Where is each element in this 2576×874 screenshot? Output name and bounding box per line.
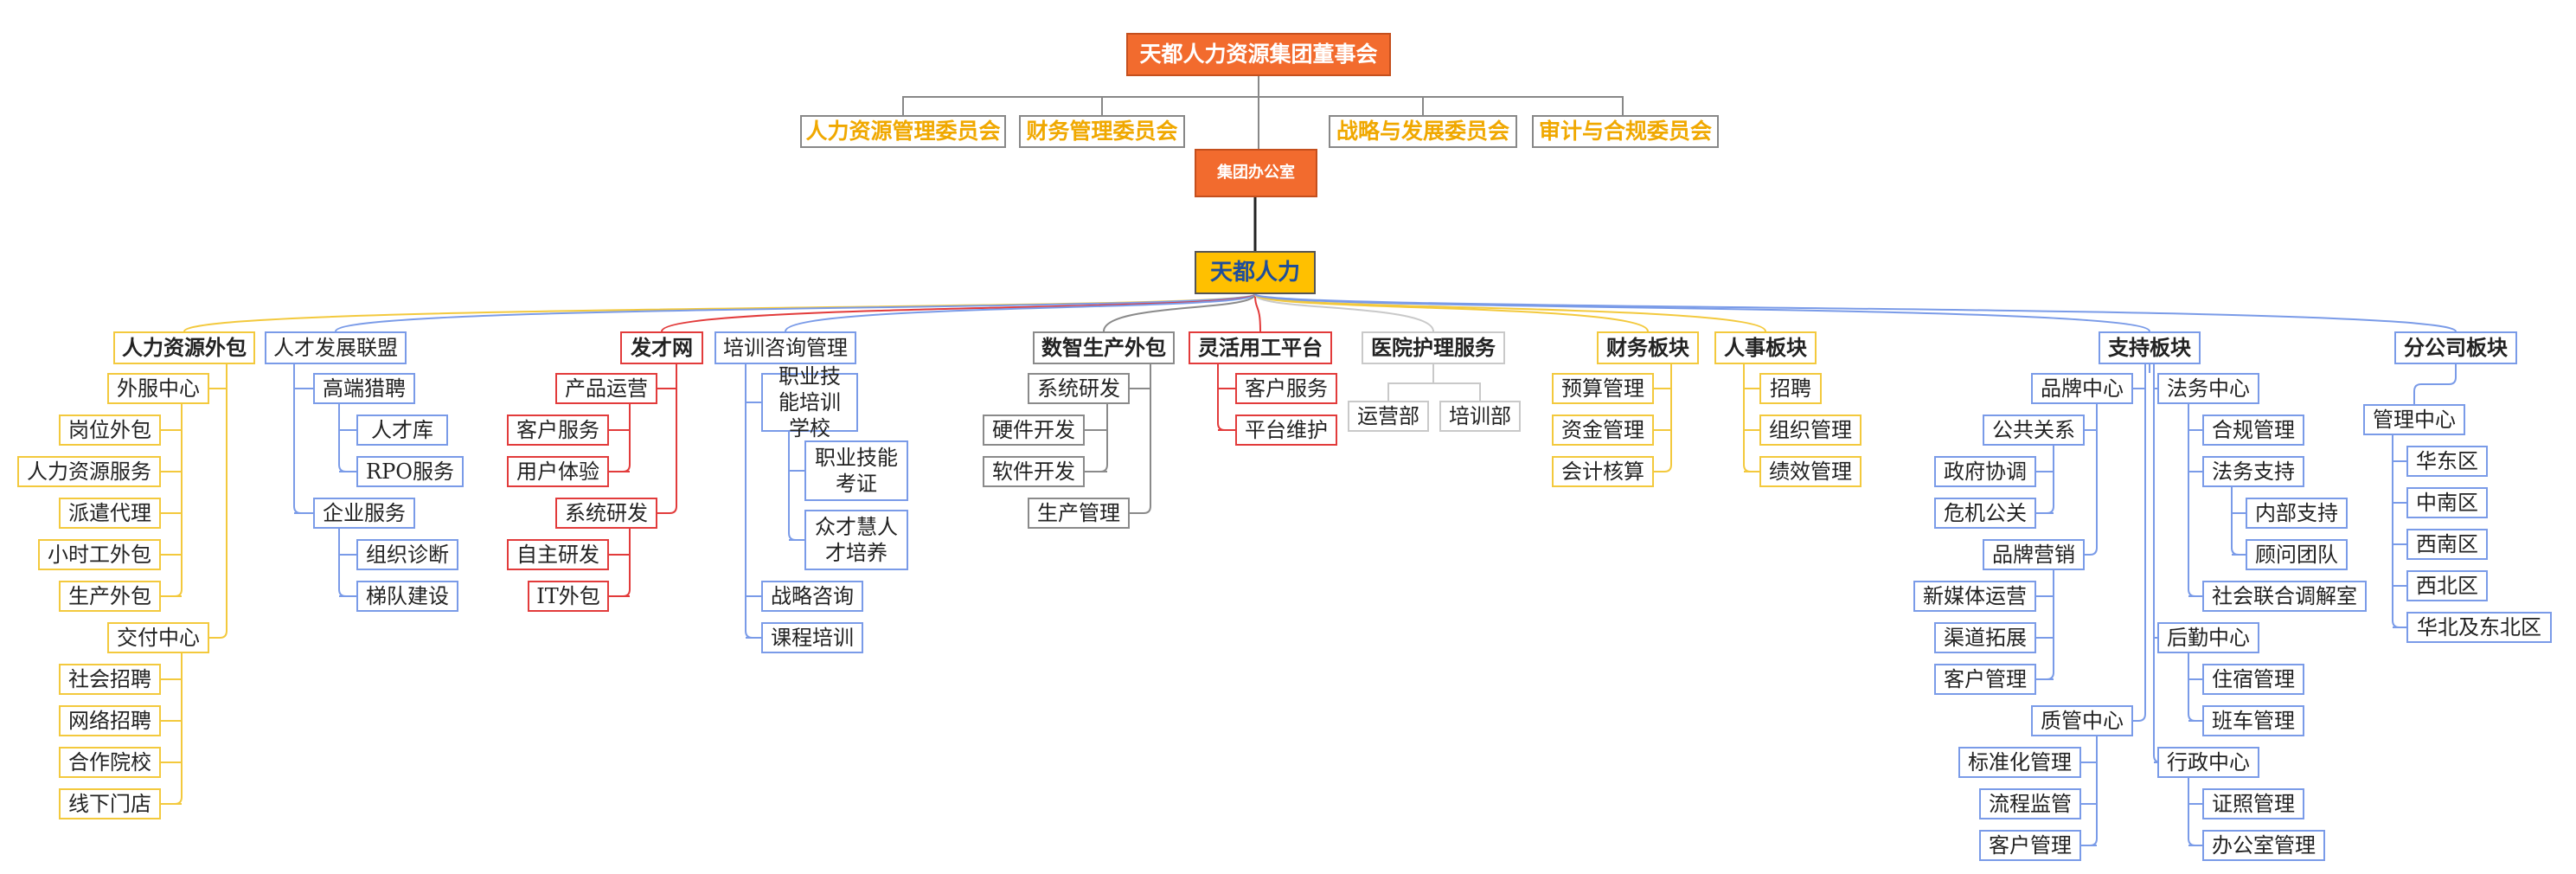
training-school[interactable]: 职业技能培训学校 [761, 364, 858, 440]
headhunt-item[interactable]: RPO服务 [356, 456, 464, 487]
company-node[interactable]: 天都人力 [1195, 251, 1316, 294]
admin-center[interactable]: 行政中心 [2157, 747, 2259, 778]
quality-item[interactable]: 流程监管 [1979, 788, 2081, 819]
legal-mediation[interactable]: 社会联合调解室 [2202, 581, 2367, 612]
enterprise-node[interactable]: 企业服务 [313, 498, 415, 529]
legal-support[interactable]: 法务支持 [2202, 456, 2304, 487]
branch-hr-outsourcing[interactable]: 人力资源外包 [113, 331, 255, 364]
flex-item[interactable]: 平台维护 [1235, 415, 1337, 446]
headhunt-node[interactable]: 高端猎聘 [313, 373, 415, 404]
legal-center[interactable]: 法务中心 [2157, 373, 2259, 404]
digital-prod[interactable]: 生产管理 [1028, 498, 1130, 529]
facai-rnd-item[interactable]: 自主研发 [507, 539, 609, 570]
waifu-item[interactable]: 人力资源服务 [17, 456, 161, 487]
training-item[interactable]: 战略咨询 [761, 581, 863, 612]
logistics-item[interactable]: 班车管理 [2202, 705, 2304, 736]
digital-sys-item[interactable]: 软件开发 [983, 456, 1085, 487]
committee-hr[interactable]: 人力资源管理委员会 [800, 115, 1006, 148]
legal-support-item[interactable]: 内部支持 [2246, 498, 2348, 529]
jiaofu-center[interactable]: 交付中心 [107, 622, 209, 653]
region-item[interactable]: 中南区 [2406, 487, 2488, 518]
region-item[interactable]: 华北及东北区 [2406, 612, 2552, 643]
hospital-item[interactable]: 培训部 [1439, 401, 1521, 432]
branch-digital[interactable]: 数智生产外包 [1033, 331, 1175, 364]
waifu-item[interactable]: 岗位外包 [59, 415, 161, 446]
region-item[interactable]: 西北区 [2406, 570, 2488, 601]
school-item[interactable]: 众才慧人才培养 [804, 510, 908, 570]
jiaofu-item[interactable]: 线下门店 [59, 788, 161, 819]
committee-strategy[interactable]: 战略与发展委员会 [1329, 115, 1517, 148]
jiaofu-item[interactable]: 网络招聘 [59, 705, 161, 736]
region-item[interactable]: 西南区 [2406, 529, 2488, 560]
waifu-item[interactable]: 派遣代理 [59, 498, 161, 529]
jiaofu-item[interactable]: 社会招聘 [59, 664, 161, 695]
branch-flex[interactable]: 灵活用工平台 [1189, 331, 1332, 364]
branch-hr[interactable]: 人事板块 [1714, 331, 1817, 364]
jiaofu-item[interactable]: 合作院校 [59, 747, 161, 778]
waifu-item[interactable]: 小时工外包 [38, 539, 161, 570]
branch-mgmt[interactable]: 管理中心 [2363, 404, 2465, 435]
brand-mkt[interactable]: 品牌营销 [1983, 539, 2085, 570]
training-item[interactable]: 课程培训 [761, 622, 863, 653]
logistics-center[interactable]: 后勤中心 [2157, 622, 2259, 653]
branch-finance[interactable]: 财务板块 [1597, 331, 1699, 364]
brand-mkt-item[interactable]: 渠道拓展 [1934, 622, 2036, 653]
enterprise-item[interactable]: 组织诊断 [356, 539, 458, 570]
group-office-node[interactable]: 集团办公室 [1195, 149, 1317, 197]
committee-finance[interactable]: 财务管理委员会 [1019, 115, 1185, 148]
school-item[interactable]: 职业技能考证 [804, 440, 908, 501]
finance-item[interactable]: 资金管理 [1552, 415, 1654, 446]
branch-hospital[interactable]: 医院护理服务 [1362, 331, 1505, 364]
branch-offices[interactable]: 分公司板块 [2394, 331, 2517, 364]
facai-rnd[interactable]: 系统研发 [555, 498, 657, 529]
region-item[interactable]: 华东区 [2406, 446, 2488, 477]
facai-ops[interactable]: 产品运营 [555, 373, 657, 404]
brand-pr[interactable]: 公共关系 [1983, 415, 2085, 446]
finance-item[interactable]: 会计核算 [1552, 456, 1654, 487]
headhunt-item[interactable]: 人才库 [356, 415, 448, 446]
brand-pr-item[interactable]: 政府协调 [1934, 456, 2036, 487]
waifu-item[interactable]: 生产外包 [59, 581, 161, 612]
quality-center[interactable]: 质管中心 [2031, 705, 2133, 736]
flex-item[interactable]: 客户服务 [1235, 373, 1337, 404]
legal-support-item[interactable]: 顾问团队 [2246, 539, 2348, 570]
branch-facai[interactable]: 发才网 [620, 331, 703, 364]
brand-center[interactable]: 品牌中心 [2031, 373, 2133, 404]
hr-item[interactable]: 招聘 [1759, 373, 1822, 404]
brand-mkt-item[interactable]: 新媒体运营 [1913, 581, 2036, 612]
committee-audit[interactable]: 审计与合规委员会 [1532, 115, 1719, 148]
board-node[interactable]: 天都人力资源集团董事会 [1126, 33, 1391, 76]
legal-compliance[interactable]: 合规管理 [2202, 415, 2304, 446]
hr-item[interactable]: 组织管理 [1759, 415, 1862, 446]
brand-pr-item[interactable]: 危机公关 [1934, 498, 2036, 529]
facai-ops-item[interactable]: 用户体验 [507, 456, 609, 487]
admin-item[interactable]: 证照管理 [2202, 788, 2304, 819]
admin-item[interactable]: 办公室管理 [2202, 830, 2325, 861]
enterprise-item[interactable]: 梯队建设 [356, 581, 458, 612]
waifu-center[interactable]: 外服中心 [107, 373, 209, 404]
digital-sys[interactable]: 系统研发 [1028, 373, 1130, 404]
quality-item[interactable]: 客户管理 [1979, 830, 2081, 861]
facai-ops-item[interactable]: 客户服务 [507, 415, 609, 446]
brand-mkt-item[interactable]: 客户管理 [1934, 664, 2036, 695]
finance-item[interactable]: 预算管理 [1552, 373, 1654, 404]
logistics-item[interactable]: 住宿管理 [2202, 664, 2304, 695]
branch-support[interactable]: 支持板块 [2099, 331, 2201, 364]
digital-sys-item[interactable]: 硬件开发 [983, 415, 1085, 446]
branch-talent-alliance[interactable]: 人才发展联盟 [265, 331, 407, 364]
hr-item[interactable]: 绩效管理 [1759, 456, 1862, 487]
hospital-item[interactable]: 运营部 [1348, 401, 1429, 432]
facai-rnd-item[interactable]: IT外包 [528, 581, 609, 612]
quality-item[interactable]: 标准化管理 [1958, 747, 2081, 778]
branch-training[interactable]: 培训咨询管理 [714, 331, 856, 364]
